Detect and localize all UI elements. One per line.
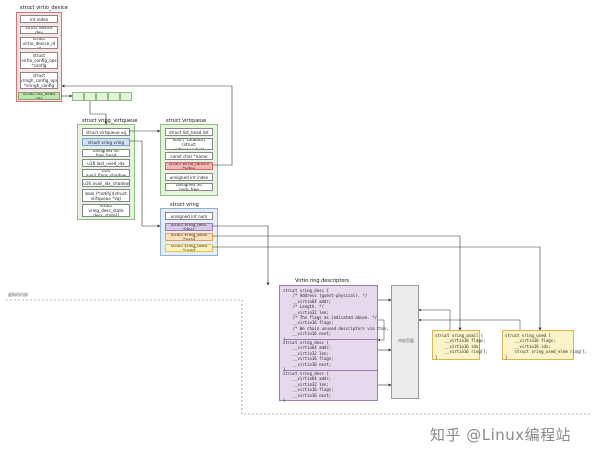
used-to-vring-used-line (212, 246, 542, 331)
vring-field-avail: struct vring_avail *avail (165, 233, 213, 241)
virtio-device-panel: int index struct device dev struct virti… (16, 12, 62, 102)
desc-chain-line-1 (377, 319, 385, 342)
virtqueue-field-num-free: unsigned int num_free (165, 183, 213, 191)
list-to-vring-virtqueue-line (89, 101, 108, 125)
vring-used-code: struct vring_used { __virtio16 flags; __… (505, 333, 587, 360)
region-boundary-dashed (6, 299, 590, 415)
vring-field-used: struct vring_used *used (165, 244, 213, 252)
list-node-3 (96, 92, 108, 101)
vring-virtqueue-field-vq: struct virtqueue vq (82, 128, 130, 136)
vring-virtqueue-panel: struct virtqueue vq struct vring vring u… (77, 124, 135, 220)
descriptor-entry-0: struct vring_desc { /* Address (guest-ph… (283, 288, 406, 342)
vring-virtqueue-field-avail-flags-shadow: u16 avail_flags_shadow (82, 169, 130, 177)
virtio-device-field-config: struct virtio_config_ops *config (20, 52, 58, 69)
memory-page-label: 内存页面 (398, 338, 414, 343)
list-node-2 (84, 92, 96, 101)
vring-virtqueue-field-free-head: unsigned int free_head (82, 149, 130, 157)
vring-virtqueue-field-notify: bool (*notify)(struct virtqueue *vq) (82, 189, 130, 202)
vring-field-to-vring-line (129, 140, 161, 228)
vdev-to-virtio-device-line (61, 84, 233, 166)
vring-virtqueue-field-avail-idx-shadow: u16 avail_idx_shadow (82, 179, 130, 187)
descriptor-entry-2: struct vring_desc { __virtio64 addr; __v… (283, 370, 377, 403)
avail-to-memory-line (418, 308, 451, 330)
virtqueue-field-callback: void (*callback)(struct virtqueue *vq) (165, 138, 213, 150)
list-node-5 (120, 92, 132, 101)
list-node-4 (108, 92, 120, 101)
virtqueue-field-list: struct list_head list (165, 128, 213, 136)
memory-page-box: 内存页面 (391, 285, 419, 399)
desc-to-descriptors-line (212, 225, 270, 286)
virtio-device-field-index: int index (20, 15, 58, 23)
virtqueue-field-vdev: struct virtio_device *vdev (165, 162, 213, 170)
region-label: 虚拟机内部 (8, 292, 28, 297)
virtio-device-field-dev: struct device dev (20, 26, 58, 34)
virtqueue-field-name: const char *name (165, 152, 213, 160)
vring-used-box: struct vring_used { __virtio16 flags; __… (502, 330, 587, 360)
virtio-device-field-vringh-config: struct vringh_config_ops *vringh_config (20, 72, 58, 89)
virtqueue-field-index: unsigned int index (165, 173, 213, 181)
vring-virtqueue-title: struct vring_virtqueue (82, 118, 138, 124)
descriptor-entry-1: struct vring_desc { __virtio64 addr; __v… (283, 339, 377, 372)
descriptors-title: Virtio ring descriptors (295, 278, 350, 284)
watermark-text: 知乎 @Linux编程站 (430, 426, 572, 444)
virtio-device-field-vqs: struct list_head vqs (18, 92, 60, 100)
avail-to-vring-avail-line (212, 235, 462, 331)
virtqueue-panel: struct list_head list void (*callback)(s… (160, 124, 218, 196)
virtqueue-title: struct virtqueue (166, 118, 207, 124)
vring-panel: unsigned int num struct vring_desc *desc… (160, 208, 218, 256)
vring-field-desc: struct vring_desc *desc (165, 223, 213, 231)
vring-field-num: unsigned int num (165, 212, 213, 220)
descriptors-panel: struct vring_desc { /* Address (guest-ph… (279, 285, 406, 403)
vring-virtqueue-field-last-used-idx: u16 last_used_idx (82, 159, 130, 167)
used-to-memory-line (418, 318, 521, 330)
vring-virtqueue-field-vring: struct vring vring (82, 138, 130, 146)
vring-title: struct vring (170, 202, 199, 208)
virtio-device-title: struct virtio_device (20, 5, 68, 11)
vring-avail-code: struct vring_avail { __virtio16 flags; _… (435, 333, 488, 360)
vring-virtqueue-field-desc-state: struct vring_desc_state desc_state[] (82, 204, 130, 217)
virtio-device-field-id: struct virtio_device_id id (20, 37, 58, 49)
vring-avail-box: struct vring_avail { __virtio16 flags; _… (432, 330, 488, 360)
